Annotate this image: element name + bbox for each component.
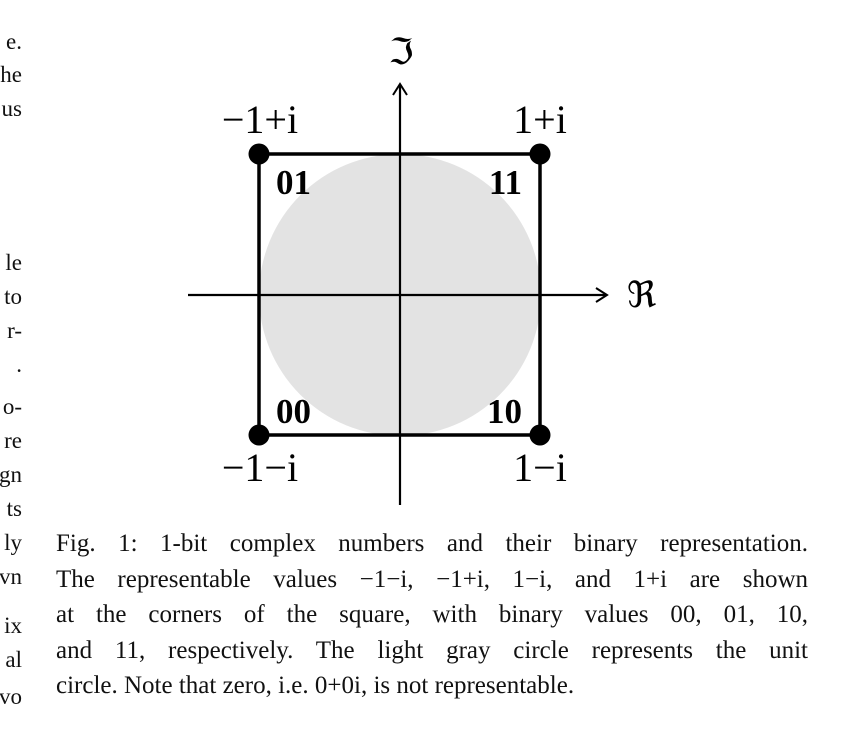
point-top-right — [529, 143, 551, 165]
left-fragment: vo — [0, 684, 22, 709]
caption-line: circle. Note that zero, i.e. 0+0i, is no… — [56, 672, 575, 699]
caption-line: Fig. 1: 1-bit complex numbers and their … — [56, 530, 808, 557]
left-column-text-fragments: e. he us le to r- . o- re gn ts ly vn ix… — [0, 0, 22, 730]
left-fragment: us — [1, 96, 22, 121]
complex-plane-figure: ℑ ℜ −1+i 1+i −1−i 1−i 01 11 00 10 — [188, 32, 656, 505]
left-fragment: ts — [6, 496, 22, 521]
left-fragment: r- — [7, 318, 22, 343]
imaginary-axis-arrowhead — [392, 82, 408, 96]
corner-value-top-right: 1+i — [513, 97, 567, 142]
left-fragment: o- — [2, 394, 22, 419]
left-fragment: vn — [0, 564, 22, 589]
left-fragment: al — [5, 647, 22, 672]
left-fragment: . — [16, 352, 22, 377]
bits-label-bottom-left: 00 — [276, 392, 311, 431]
point-bottom-left — [248, 424, 270, 446]
real-axis-arrowhead — [595, 287, 609, 303]
bits-label-top-right: 11 — [489, 163, 522, 202]
left-fragment: re — [4, 428, 22, 453]
left-fragment: ly — [4, 530, 22, 555]
constellation-square — [257, 152, 542, 437]
caption-line: and 11, respectively. The light gray cir… — [56, 636, 808, 664]
caption-line: at the corners of the square, with binar… — [56, 601, 808, 628]
left-fragment: e. — [6, 29, 22, 54]
imaginary-axis-label: ℑ — [388, 32, 413, 72]
point-bottom-right — [529, 424, 551, 446]
real-axis-label: ℜ — [627, 275, 656, 315]
bits-label-top-left: 01 — [276, 163, 311, 202]
left-fragment: to — [4, 284, 22, 309]
left-fragment: gn — [0, 462, 22, 487]
corner-value-bottom-left: −1−i — [222, 445, 298, 490]
corner-value-top-left: −1+i — [222, 97, 298, 142]
point-top-left — [248, 143, 270, 165]
left-fragment: he — [0, 62, 22, 87]
corner-value-bottom-right: 1−i — [513, 445, 567, 490]
bits-label-bottom-right: 10 — [487, 392, 522, 431]
complex-plane-diagram: ℑ ℜ −1+i 1+i −1−i 1−i 01 11 00 10 — [188, 32, 656, 505]
caption-line: The representable values −1−i, −1+i, 1−i… — [56, 565, 808, 593]
left-fragment: le — [5, 250, 22, 275]
figure-caption: Fig. 1: 1-bit complex numbers and their … — [56, 526, 808, 704]
left-fragment: ix — [4, 613, 22, 638]
